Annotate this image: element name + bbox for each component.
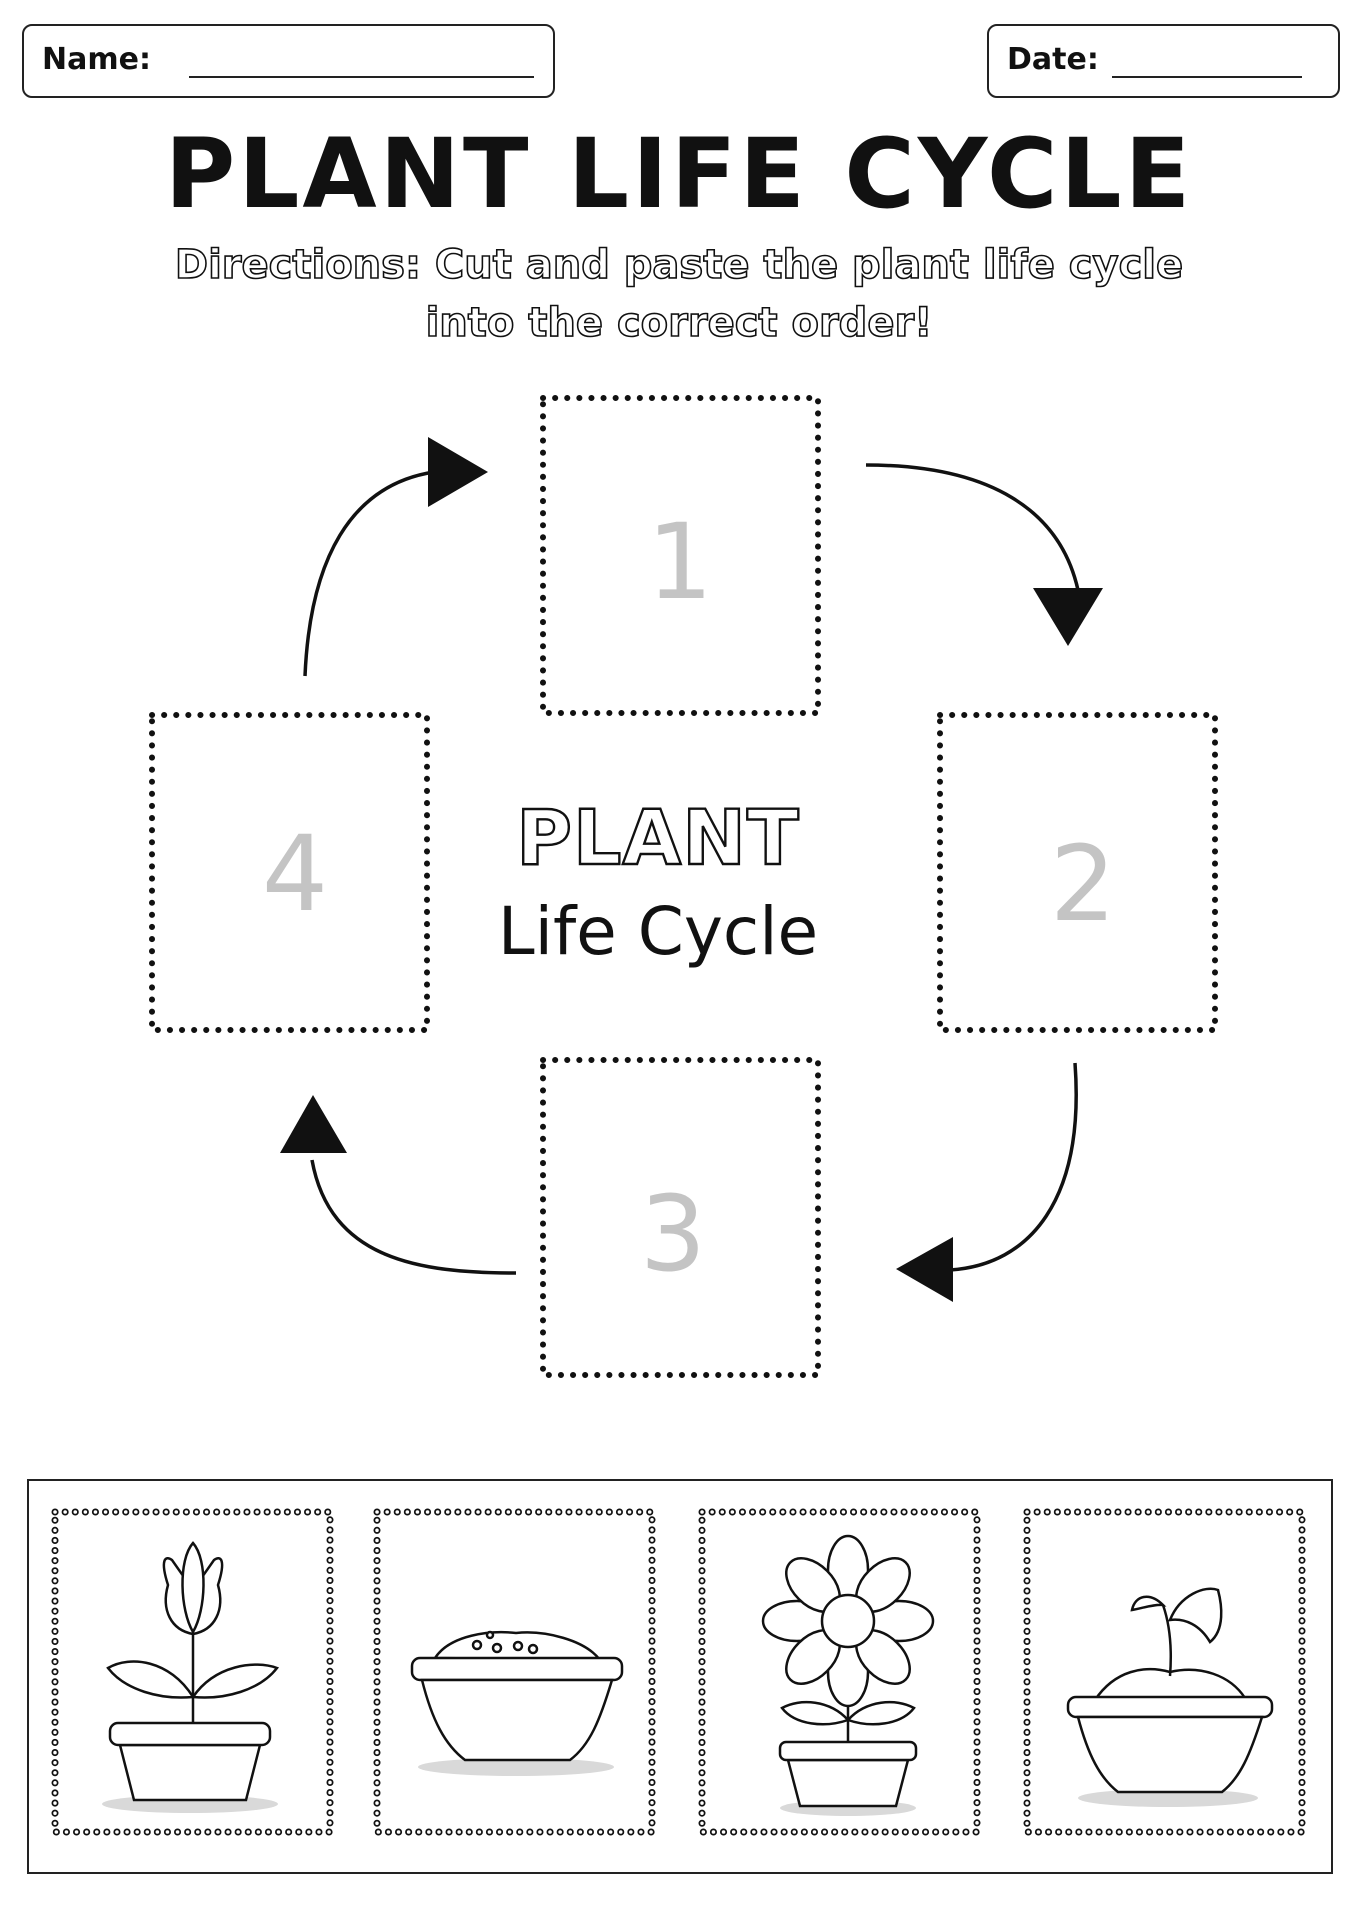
directions-line-2: into the correct order! [425,299,933,347]
slot-2-number: 2 [1050,823,1116,945]
date-line [1112,76,1302,78]
name-label: Name: [42,42,151,77]
slot-1-number: 1 [647,501,713,623]
cutout-card-1[interactable] [51,1508,334,1836]
center-title: PLANT [515,792,800,883]
slot-2[interactable]: 2 [937,712,1218,1033]
cutout-strip [27,1479,1333,1874]
arrow-1-to-2 [865,463,1103,646]
slot-3-number: 3 [640,1173,706,1295]
slot-4[interactable]: 4 [149,712,430,1033]
slot-1[interactable]: 1 [540,395,821,716]
cutout-card-2[interactable] [373,1508,656,1836]
date-field[interactable]: Date: [987,24,1340,98]
arrow-2-to-3 [896,1062,1078,1302]
page-title: PLANT LIFE CYCLE [164,118,1194,230]
date-label: Date: [1007,42,1099,77]
center-subtitle: Life Cycle [497,893,819,970]
slot-4-number: 4 [262,813,328,935]
directions-line-1: Directions: Cut and paste the plant life… [174,241,1184,289]
arrow-3-to-4 [280,1095,517,1275]
arrow-4-to-1 [303,437,488,677]
seeds-in-soil-pot-icon [410,1630,624,1776]
name-line [189,76,534,78]
name-field[interactable]: Name: [22,24,555,98]
daisy-flower-pot-icon [761,1534,935,1816]
cutout-card-4[interactable] [1023,1508,1306,1836]
slot-3[interactable]: 3 [540,1057,821,1378]
cutout-card-3[interactable] [698,1508,981,1836]
sprout-in-pot-icon [1066,1587,1274,1807]
tulip-in-pot-icon [102,1541,280,1813]
